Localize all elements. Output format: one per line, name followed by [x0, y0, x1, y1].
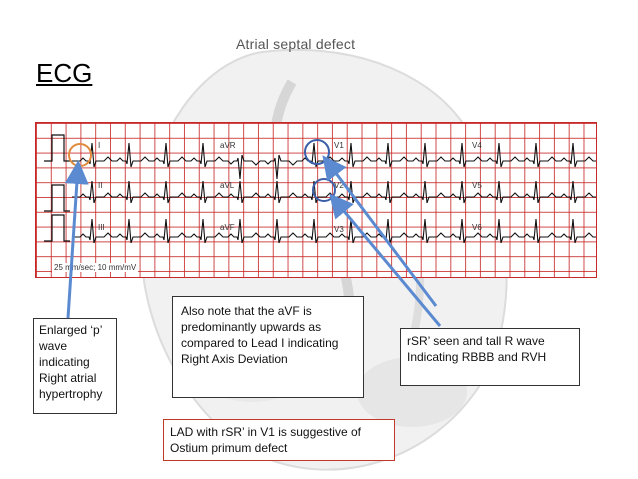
- lead-label-V3: V3: [334, 225, 344, 234]
- lead-label-V4: V4: [472, 141, 482, 150]
- lead-label-V6: V6: [472, 223, 482, 232]
- ecg-traces: [44, 134, 596, 244]
- callout-avf-text: Also note that the aVF is predominantly …: [181, 304, 339, 366]
- calibration-pulse: [44, 214, 70, 242]
- lead-label-V1: V1: [334, 141, 344, 150]
- scale-note: 25 mm/sec; 10 mm/mV: [52, 263, 139, 272]
- callout-lad: LAD with rSR’ in V1 is suggestive of Ost…: [163, 419, 395, 461]
- lead-label-V2: V2: [334, 181, 344, 190]
- slide-title: ECG: [36, 58, 93, 88]
- diagram-caption: Atrial septal defect: [236, 36, 356, 52]
- lead-label-aVR: aVR: [220, 141, 236, 150]
- callout-rsr: rSR’ seen and tall R wave Indicating RBB…: [400, 328, 580, 386]
- lead-label-II: II: [98, 181, 103, 190]
- callout-lad-text: LAD with rSR’ in V1 is suggestive of Ost…: [170, 425, 361, 455]
- lead-label-V5: V5: [472, 181, 482, 190]
- callout-p-wave-text: Enlarged ‘p’ wave indicating Right atria…: [39, 323, 103, 401]
- lead-label-III: III: [98, 223, 105, 232]
- lead-label-aVF: aVF: [220, 223, 235, 232]
- callout-rsr-text: rSR’ seen and tall R wave Indicating RBB…: [407, 334, 547, 364]
- callout-p-wave: Enlarged ‘p’ wave indicating Right atria…: [33, 318, 117, 414]
- calibration-pulse: [44, 134, 70, 162]
- lead-label-aVL: aVL: [220, 181, 235, 190]
- lead-label-I: I: [98, 141, 101, 150]
- callout-avf: Also note that the aVF is predominantly …: [172, 296, 364, 398]
- ecg-strip: I aVR V1 V4 II aVL V2 V5 III aVF V3 V6 2…: [35, 122, 597, 278]
- calibration-pulse: [44, 184, 70, 212]
